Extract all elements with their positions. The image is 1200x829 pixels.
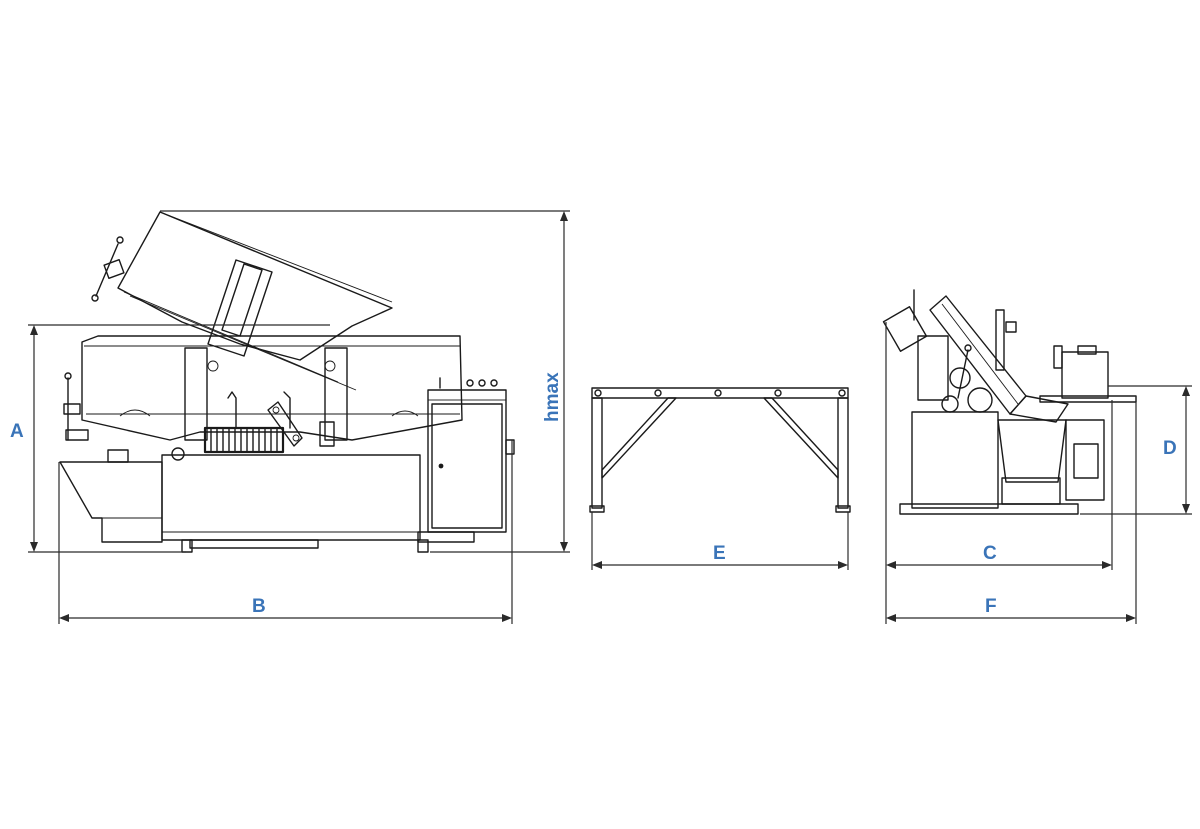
roller-table-frame xyxy=(589,387,851,513)
side-view-band-saw xyxy=(59,211,515,553)
label-e: E xyxy=(713,543,726,564)
label-hmax: hmax xyxy=(542,372,563,422)
control-cabinet xyxy=(417,377,515,543)
vise-assembly xyxy=(203,391,335,454)
label-d: D xyxy=(1163,438,1177,459)
front-view-band-saw xyxy=(882,289,1137,515)
chip-tray xyxy=(59,461,163,543)
label-f: F xyxy=(985,596,997,617)
label-b: B xyxy=(252,596,266,617)
label-c: C xyxy=(983,543,997,564)
dimension-lines xyxy=(28,210,1192,624)
label-a: A xyxy=(10,421,24,442)
dimension-labels: A B hmax E C F D xyxy=(10,372,1177,617)
saw-base xyxy=(161,454,421,541)
saw-bow-raised xyxy=(91,211,393,391)
saw-bow-lower xyxy=(81,335,463,441)
